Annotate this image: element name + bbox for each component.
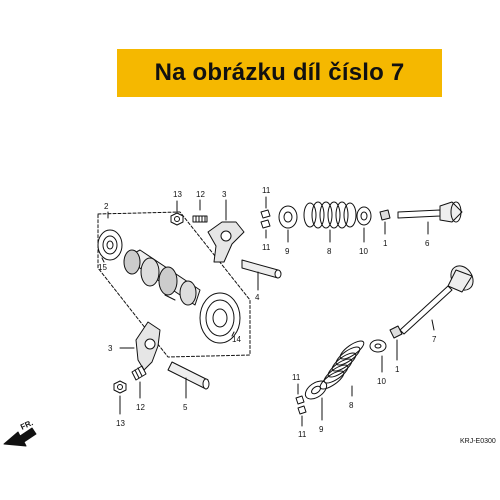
retainer-9-bottom: [304, 380, 328, 421]
valve-6: [397, 201, 463, 235]
callout-11-bottom-lower: 11: [298, 430, 307, 439]
rocker-shaft-5: [167, 361, 210, 399]
cotters-11-bottom: [295, 383, 307, 427]
rocker-arm-3-top: [207, 221, 245, 263]
retainer-9-top: [278, 205, 298, 243]
callout-9-top: 9: [285, 247, 290, 256]
callout-4: 4: [255, 293, 260, 302]
valve-spring-8-bottom: [319, 340, 365, 397]
callout-7: 7: [432, 335, 437, 344]
callout-14: 14: [232, 335, 241, 344]
callout-12-bottom: 12: [136, 403, 145, 412]
front-direction-arrow: [3, 427, 37, 447]
callout-6: 6: [425, 239, 430, 248]
nut-13-top: [170, 212, 184, 226]
nut-13-bottom: [113, 380, 127, 415]
valve-spring-8-top: [303, 201, 357, 243]
callout-8-bottom: 8: [349, 401, 354, 410]
callout-13-top: 13: [173, 190, 182, 199]
callout-10-bottom: 10: [377, 377, 386, 386]
rocker-shaft-4: [241, 259, 282, 291]
valve-7: [399, 265, 474, 335]
stem-seal-1-top: [379, 209, 391, 235]
callout-9-bottom: 9: [319, 425, 324, 434]
callout-15: 15: [98, 263, 107, 272]
callout-1-bottom: 1: [395, 365, 400, 374]
stem-seal-1-bottom: [389, 325, 403, 361]
banner-text: Na obrázku díl číslo 7: [154, 59, 405, 86]
callout-3-top: 3: [222, 190, 227, 199]
callout-11-bottom: 11: [292, 373, 301, 382]
callout-1-top: 1: [383, 239, 388, 248]
callout-12-top: 12: [196, 190, 205, 199]
callout-11-top: 11: [262, 186, 271, 195]
callout-8-top: 8: [327, 247, 332, 256]
cotters-11-top: [260, 196, 271, 239]
callout-13-bottom: 13: [116, 419, 125, 428]
camshaft-assembly-outline: [97, 211, 251, 358]
diagram-code: KRJ-E0300: [460, 438, 496, 445]
bearing-14: [199, 292, 241, 344]
spring-seat-10-top: [356, 206, 372, 243]
adjusting-screw-12-bottom: [131, 365, 147, 399]
part-number-banner: Na obrázku díl číslo 7: [117, 49, 442, 97]
adjusting-screw-12-top: [192, 215, 208, 223]
callout-3-bottom: 3: [108, 344, 113, 353]
bearing-15: [97, 229, 123, 261]
rocker-arm-3-bottom: [119, 321, 161, 371]
spring-seat-10-bottom: [369, 339, 387, 373]
callout-labels: 2 15 13 12 3 11 11 9 8 10 1 6 4 14 7 3 5…: [98, 186, 437, 439]
callout-10-top: 10: [359, 247, 368, 256]
callout-2: 2: [104, 202, 109, 211]
callout-5: 5: [183, 403, 188, 412]
camshaft: [123, 249, 201, 306]
callout-11-top-lower: 11: [262, 243, 271, 252]
